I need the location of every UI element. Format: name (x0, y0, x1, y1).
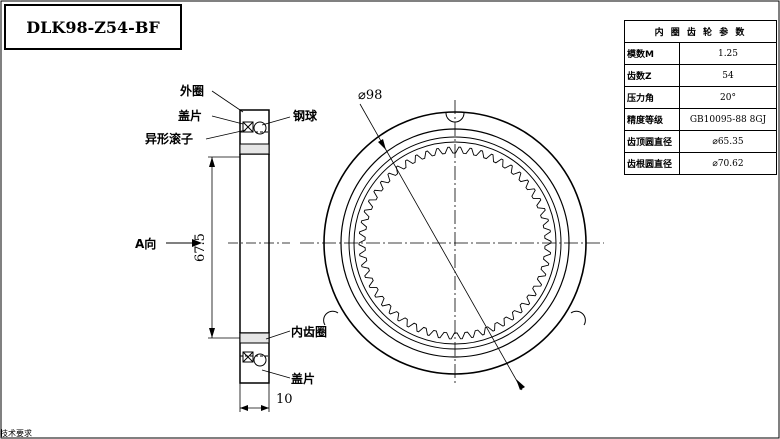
table-row: 齿数Z 54 (624, 64, 777, 87)
label-steel-ball: 钢球 (293, 109, 318, 123)
dimension-diameter: ⌀98 (358, 88, 383, 103)
corner-note: 技术要求 (0, 429, 32, 438)
label-roller: 异形滚子 (145, 132, 194, 146)
param-value: 20° (679, 86, 777, 109)
param-label: 压力角 (624, 86, 680, 109)
table-row: 模数M 1.25 (624, 42, 777, 65)
label-cover-top: 盖片 (178, 109, 203, 123)
table-header: 内 圈 齿 轮 参 数 (624, 20, 777, 43)
param-value: ⌀70.62 (679, 152, 777, 175)
param-label: 模数M (624, 42, 680, 65)
drawing-title: DLK98-Z54-BF (4, 4, 182, 50)
table-row: 齿根圆直径 ⌀70.62 (624, 152, 777, 175)
table-row: 齿顶圆直径 ⌀65.35 (624, 130, 777, 153)
table-row: 精度等级 GB10095-88 8GJ (624, 108, 777, 131)
label-inner-gear-ring: 内齿圈 (291, 325, 328, 339)
table-header-row: 内 圈 齿 轮 参 数 (624, 20, 777, 43)
param-value: ⌀65.35 (679, 130, 777, 153)
dimension-height: 67.5 (193, 233, 208, 262)
gear-teeth (358, 146, 552, 340)
label-cover-bottom: 盖片 (291, 372, 316, 386)
param-label: 齿数Z (624, 64, 680, 87)
label-direction-a: A向 (135, 237, 157, 251)
param-label: 精度等级 (624, 108, 680, 131)
param-value: GB10095-88 8GJ (679, 108, 777, 131)
param-label: 齿顶圆直径 (624, 130, 680, 153)
param-value: 1.25 (679, 42, 777, 65)
dimension-width: 10 (276, 392, 293, 407)
param-value: 54 (679, 64, 777, 87)
label-outer-ring: 外圈 (180, 84, 205, 98)
param-label: 齿根圆直径 (624, 152, 680, 175)
gear-parameters-table: 内 圈 齿 轮 参 数 模数M 1.25 齿数Z 54 压力角 20° 精度等级… (624, 20, 777, 175)
table-row: 压力角 20° (624, 86, 777, 109)
section-view (166, 90, 291, 412)
front-view (300, 100, 604, 391)
